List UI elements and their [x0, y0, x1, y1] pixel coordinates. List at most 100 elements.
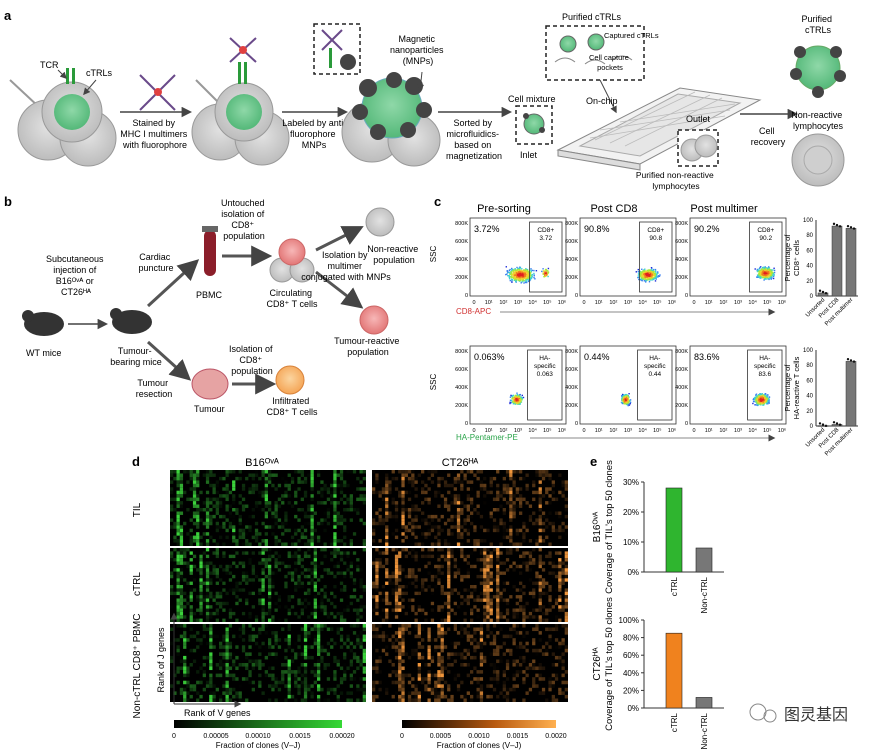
- heatmap-cell: [261, 568, 265, 572]
- heatmap-cell: [281, 525, 285, 529]
- heatmap-cell: [176, 645, 180, 649]
- flow-event: [513, 401, 516, 403]
- heatmap-cell: [456, 532, 461, 536]
- heatmap-cell: [297, 585, 301, 589]
- flow-event: [769, 274, 771, 276]
- flow-xlabel-ha: HA-Pentamer-PE: [456, 433, 518, 442]
- heatmap-cell: [401, 470, 405, 474]
- heatmap-cell: [284, 494, 288, 498]
- flow-event: [766, 268, 769, 270]
- heatmap-cell: [261, 611, 265, 616]
- flow-event: [509, 273, 511, 276]
- heatmap-cell: [216, 605, 219, 608]
- heatmap-cell: [258, 551, 262, 555]
- heatmap-cell: [496, 508, 500, 512]
- heatmap-cell: [258, 680, 262, 685]
- heatmap-cell: [375, 598, 379, 602]
- heatmap-cell: [225, 528, 229, 533]
- flow-xtick: 10⁴: [748, 299, 757, 306]
- bar-point: [832, 421, 836, 424]
- flow-event: [761, 271, 763, 274]
- tumour-bearing-label: Tumour- bearing mice: [110, 346, 162, 367]
- heatmap-cell: [489, 476, 493, 481]
- heatmap-cell: [336, 551, 340, 555]
- heatmap-cell: [183, 598, 187, 602]
- heatmap-cell: [310, 670, 314, 674]
- heatmap-cell: [264, 504, 268, 508]
- heatmap-cell: [300, 508, 304, 512]
- heatmap-cell: [225, 568, 229, 572]
- heatmap-cell: [394, 581, 399, 585]
- heatmap-cell: [199, 585, 203, 589]
- heatmap-cell: [483, 528, 487, 533]
- flow-event: [764, 394, 766, 396]
- flow-event: [523, 273, 526, 275]
- heatmap-cell: [186, 581, 190, 585]
- heatmap-cell: [300, 470, 304, 474]
- heatmap-cell: [343, 652, 347, 656]
- heatmap-cell: [356, 611, 360, 616]
- flow-event: [654, 273, 657, 275]
- bar-point: [846, 224, 850, 228]
- heatmap-cell: [277, 539, 282, 543]
- heatmap-cell: [179, 608, 184, 612]
- flow-event: [647, 270, 649, 272]
- flow-xtick: 10⁶: [668, 299, 676, 306]
- flow-event: [519, 266, 521, 268]
- flow-event: [621, 402, 623, 404]
- heatmap-cell: [554, 511, 559, 515]
- heatmap-cell: [209, 673, 213, 678]
- heatmap-cell: [339, 480, 344, 484]
- heatmap-cell: [196, 494, 200, 498]
- heatmap-cell: [307, 615, 311, 619]
- heatmap-cell: [548, 521, 552, 526]
- heatmap-cell: [254, 539, 259, 543]
- heatmap-cell: [407, 480, 412, 484]
- heatmap-cell: [424, 497, 428, 502]
- heatmap-cell: [183, 673, 187, 678]
- heatmap-cell: [268, 501, 272, 505]
- flow-event: [768, 398, 770, 400]
- heatmap-cell: [339, 634, 344, 639]
- heatmap-cell: [215, 525, 219, 529]
- heatmap-cell: [225, 670, 229, 674]
- heatmap-cell: [450, 483, 454, 488]
- flow-event: [512, 268, 514, 271]
- heatmap-cell: [176, 605, 180, 609]
- heatmap-cell: [447, 473, 451, 477]
- flow-event: [524, 275, 526, 277]
- heatmap-cell: [479, 483, 484, 488]
- heatmap-cell: [356, 641, 360, 646]
- heatmap-cell: [248, 681, 251, 685]
- heatmap-cell: [499, 521, 503, 526]
- heatmap-cell: [532, 490, 536, 495]
- heatmap-cell: [268, 525, 272, 529]
- heatmap-cell: [196, 631, 200, 635]
- flow-event: [517, 276, 520, 279]
- heatmap-cell: [215, 687, 219, 692]
- heatmap-cell: [378, 514, 382, 519]
- heatmap-cell: [212, 684, 216, 688]
- heatmap-cell: [460, 532, 464, 536]
- heatmap-cell: [258, 490, 262, 495]
- heatmap-cell: [251, 680, 255, 685]
- flow-event: [545, 272, 547, 274]
- heatmap-cell: [287, 638, 291, 642]
- heatmap-cell: [346, 691, 350, 695]
- heatmap-cell: [405, 588, 408, 591]
- flow-event: [513, 275, 515, 278]
- heatmap-cell: [176, 591, 180, 596]
- heatmap-cell: [294, 568, 298, 572]
- flow-event: [530, 270, 532, 273]
- flow-event: [511, 267, 513, 270]
- heatmap-cell: [212, 504, 216, 508]
- heatmap-cell: [215, 511, 219, 515]
- heatmap-cell: [375, 608, 379, 612]
- heatmap-cell: [362, 487, 366, 491]
- heatmap-cell: [225, 504, 229, 508]
- heatmap-cell: [336, 627, 340, 632]
- heatmap-cell: [232, 518, 235, 521]
- heatmap-cell: [343, 494, 347, 498]
- flow-ytick: 0: [575, 293, 578, 299]
- flow-event: [509, 268, 511, 271]
